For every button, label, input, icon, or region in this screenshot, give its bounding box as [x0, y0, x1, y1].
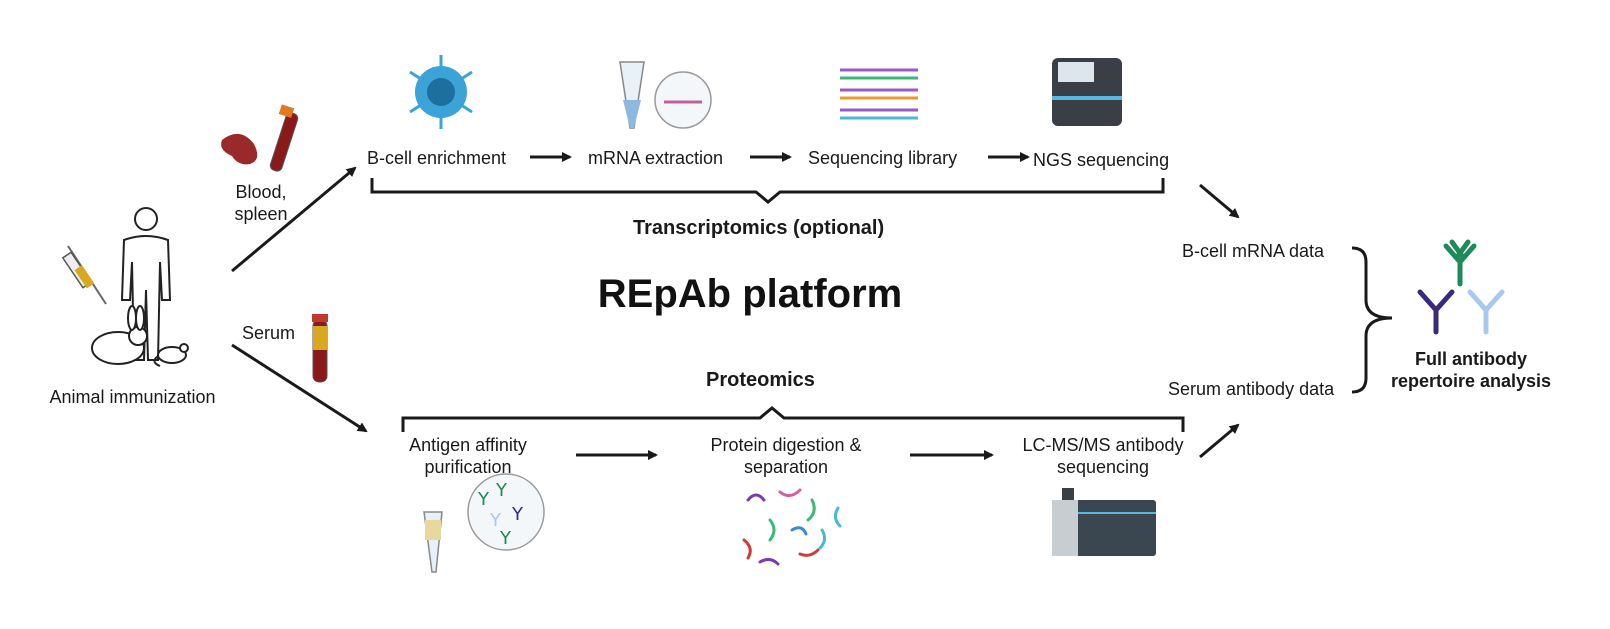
step-protein-digestion: Protein digestion & separation: [710, 435, 862, 477]
arrow-to-proteomics: [231, 343, 368, 433]
lcms-instrument-icon: [1052, 488, 1156, 556]
b-cell-icon: [409, 55, 473, 129]
serum-label: Serum: [242, 323, 296, 343]
step-ngs-sequencing: NGS sequencing: [1033, 150, 1170, 170]
serum-tube-icon: [312, 314, 328, 383]
affinity-purification-icon: Y Y Y Y Y: [423, 473, 545, 573]
ngs-sequencer-icon: [1052, 58, 1122, 126]
spleen-icon: [221, 133, 258, 165]
svg-text:Y: Y: [477, 489, 490, 510]
step-antigen-affinity-purification: Antigen affinity purification: [409, 435, 527, 477]
animal-immunization-label: Animal immunization: [49, 387, 216, 407]
peptide-fragments-icon: [742, 488, 842, 566]
mrna-extraction-icon: [619, 61, 712, 129]
blood-spleen-label: Blood, spleen: [234, 182, 288, 224]
merge-brace: [1351, 246, 1393, 394]
step-b-cell-enrichment: B-cell enrichment: [367, 148, 507, 168]
arrow-to-serum-data: [1199, 423, 1240, 459]
transcriptomics-heading: Transcriptomics (optional): [633, 217, 885, 239]
step-mrna-extraction: mRNA extraction: [588, 148, 724, 168]
svg-text:Y: Y: [499, 528, 512, 549]
transcriptomics-bracket: [370, 178, 1165, 204]
platform-title: REpAb platform: [597, 272, 903, 316]
svg-text:Y: Y: [489, 510, 502, 531]
antibody-cluster-icon: [1417, 239, 1505, 335]
proteomics-bracket: [401, 406, 1185, 432]
rabbit-icon: [91, 305, 148, 365]
mrna-data-label: B-cell mRNA data: [1182, 241, 1325, 261]
svg-text:Y: Y: [511, 504, 524, 525]
sequencing-library-icon: [840, 68, 918, 120]
step-lcms-sequencing: LC-MS/MS antibody sequencing: [1022, 435, 1184, 477]
arrow-to-transcriptomics: [231, 166, 357, 273]
blood-tube-icon: [269, 104, 299, 172]
full-repertoire-label: Full antibody repertoire analysis: [1390, 349, 1552, 391]
step-sequencing-library: Sequencing library: [808, 148, 958, 168]
proteomics-heading: Proteomics: [706, 369, 815, 391]
syringe-icon: [61, 245, 107, 305]
serum-data-label: Serum antibody data: [1168, 379, 1335, 399]
svg-text:Y: Y: [495, 480, 508, 501]
arrow-to-mrna-data: [1199, 183, 1240, 219]
mouse-icon: [153, 343, 189, 367]
